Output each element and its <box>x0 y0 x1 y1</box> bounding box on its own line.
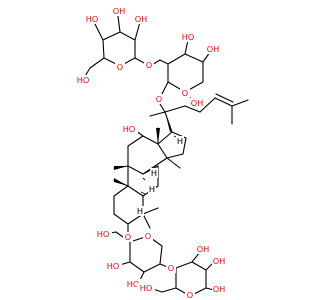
atom-text: O <box>125 232 131 242</box>
atom-text: OH <box>207 44 220 54</box>
top-glucose-c4-oh-bond <box>134 21 141 41</box>
middle-sugar-anomeric-bond <box>161 81 169 95</box>
c14-methyl-bond <box>166 157 181 169</box>
atom-label-oh: HO <box>84 14 100 24</box>
atom-label-ho: HO <box>180 32 196 42</box>
atom-label-ring-oxygen: O <box>143 231 153 241</box>
c25-methyl-b-bond <box>231 99 249 107</box>
c24-c25-double-bond-2 <box>215 93 234 103</box>
c4-methyl-a-bond <box>142 207 159 215</box>
atom-text: HO <box>107 261 120 271</box>
atom-text: HO <box>97 229 110 239</box>
atom-text: H <box>151 168 157 178</box>
atom-text: HO <box>123 124 136 134</box>
atom-label-linking-oxygen: O <box>166 263 176 273</box>
atom-text: HO <box>86 14 99 24</box>
atom-label-oh: OH <box>112 6 126 16</box>
c8-wedge <box>114 166 128 170</box>
atom-text: OH <box>197 244 210 254</box>
atom-text: O <box>145 231 151 241</box>
bond-layer <box>83 15 249 297</box>
middle-sugar-c3-oh-bond <box>184 39 189 55</box>
atom-text: H <box>177 136 183 146</box>
atom-label-ring-oxygen: O <box>180 88 190 98</box>
c20-c22-bond <box>164 105 186 113</box>
atom-text: HO <box>182 32 195 42</box>
c10-wedge <box>114 178 128 186</box>
atom-text: HO <box>140 283 153 293</box>
middle-sugar-ring <box>167 53 204 93</box>
top-glucose-c3-oh-bond <box>117 15 121 33</box>
c20-wedge <box>165 112 172 132</box>
atom-text: OH <box>213 284 226 294</box>
atom-label-ho: HO <box>104 261 122 271</box>
lower-sugar-ring <box>129 235 163 273</box>
atom-label-ho: HO <box>74 75 92 85</box>
c20-methyl-bond <box>149 111 166 117</box>
atom-label-layer: HO OH OH O HO O HO OH <box>74 6 226 300</box>
atom-text: OH <box>191 98 204 108</box>
atom-text: HO <box>127 279 140 289</box>
atom-label-oh: OH <box>196 244 210 254</box>
middle-sugar-c6-bond <box>159 59 169 65</box>
atom-label-h: H <box>136 206 144 216</box>
atom-label-oh: OH <box>212 284 226 294</box>
atom-text: OH <box>113 6 126 16</box>
atom-label-glycosidic-oxygen: O <box>144 60 154 70</box>
c22-c23-bond <box>184 105 201 113</box>
atom-label-h: H <box>148 184 156 194</box>
c24-c25-double-bond <box>214 97 233 107</box>
atom-text: O <box>117 62 123 72</box>
atom-label-c3-oxygen: O <box>123 232 133 242</box>
terminal-sugar-c6-bond <box>161 287 177 293</box>
atom-label-ring-oxygen: O <box>115 62 125 72</box>
atom-label-c20-oxygen: O <box>154 94 164 104</box>
atom-text: HO <box>77 75 90 85</box>
c9-hash <box>142 177 146 181</box>
atom-label-oh: OH <box>212 256 226 266</box>
atom-text: OH <box>213 256 226 266</box>
atom-label-ho: HO <box>137 283 155 293</box>
atom-label-oh: OH <box>190 98 204 108</box>
atom-text: O <box>187 290 193 300</box>
atom-text: H <box>137 206 143 216</box>
atom-label-ho: HO <box>94 229 112 239</box>
top-glucose-ring <box>102 31 136 67</box>
c23-c24-bond <box>199 97 216 113</box>
top-glucose-c6-bond <box>89 57 105 69</box>
atom-label-ho: HO <box>124 279 142 289</box>
top-glucose-c2-oh-bond <box>93 21 104 41</box>
c13-wedge <box>156 128 160 144</box>
ring-a <box>113 185 144 225</box>
atom-label-ring-oxygen: O <box>185 290 195 300</box>
atom-text: OH <box>135 14 148 24</box>
atom-label-h: H <box>176 136 184 146</box>
stereo-bonds <box>114 112 179 195</box>
c5-hash <box>140 191 146 195</box>
c20-oxygen-bond <box>159 103 166 113</box>
atom-text: O <box>156 94 162 104</box>
atom-text: O <box>146 60 152 70</box>
glycoside-structure-diagram: HO OH OH O HO O HO OH <box>74 6 249 300</box>
atom-label-h: H <box>150 168 158 178</box>
c4-methyl-b-bond <box>142 213 151 229</box>
atom-text: O <box>182 88 188 98</box>
atom-label-oh: OH <box>134 14 148 24</box>
atom-text: H <box>149 184 155 194</box>
atom-label-c12-oh: HO <box>120 124 138 134</box>
atom-text: O <box>168 263 174 273</box>
atom-label-oh: OH <box>206 44 220 54</box>
